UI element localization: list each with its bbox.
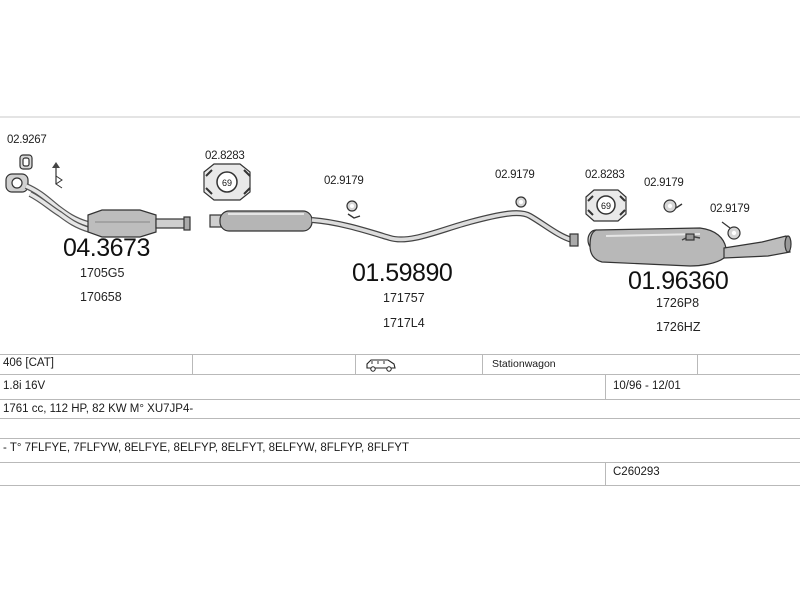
table-column-divider bbox=[355, 354, 356, 374]
table-column-divider bbox=[482, 354, 483, 374]
dates-cell: 10/96 - 12/01 bbox=[613, 380, 681, 392]
front-section-part-number[interactable]: 04.3673 bbox=[63, 234, 150, 262]
table-divider bbox=[0, 354, 800, 355]
exhaust-clamp-icon bbox=[19, 154, 33, 170]
front-pipe-catalytic-converter bbox=[5, 154, 191, 238]
svg-text:69: 69 bbox=[601, 201, 611, 211]
table-divider bbox=[0, 438, 800, 439]
front-section-ref-2: 170658 bbox=[80, 290, 122, 304]
engine-cell: 1.8i 16V bbox=[3, 380, 46, 392]
rear-silencer bbox=[587, 227, 792, 267]
rubber-hanger-icon bbox=[346, 200, 361, 219]
type-codes-cell: - T° 7FLFYE, 7FLFYW, 8ELFYE, 8ELFYP, 8EL… bbox=[3, 442, 409, 454]
table-divider bbox=[0, 374, 800, 375]
front-section-ref-1: 1705G5 bbox=[80, 266, 125, 280]
gasket-ring-icon: 69 bbox=[585, 189, 627, 222]
middle-section-part-number[interactable]: 01.59890 bbox=[352, 259, 453, 287]
middle-section-ref-1: 171757 bbox=[383, 291, 425, 305]
middle-silencer-pipe bbox=[209, 210, 579, 247]
table-column-divider bbox=[192, 354, 193, 374]
table-divider bbox=[0, 418, 800, 419]
body-type-cell: Stationwagon bbox=[492, 358, 556, 370]
gasket-ring-icon: 69 bbox=[203, 163, 251, 201]
hanger-part-number[interactable]: 02.9179 bbox=[495, 169, 535, 181]
gasket-part-number[interactable]: 02.8283 bbox=[205, 150, 245, 162]
hanger-part-number[interactable]: 02.9179 bbox=[324, 175, 364, 187]
hanger-part-number[interactable]: 02.9179 bbox=[644, 177, 684, 189]
clamp-part-number[interactable]: 02.9267 bbox=[7, 134, 47, 146]
flange-icon bbox=[5, 173, 29, 193]
rubber-hanger-icon bbox=[663, 199, 683, 213]
svg-text:69: 69 bbox=[222, 178, 232, 188]
bolt-icon bbox=[52, 162, 63, 189]
gasket-part-number[interactable]: 02.8283 bbox=[585, 169, 625, 181]
rubber-hanger-icon bbox=[721, 221, 741, 240]
specs-cell: 1761 cc, 112 HP, 82 KW M° XU7JP4- bbox=[3, 403, 194, 415]
station-wagon-icon bbox=[366, 358, 396, 372]
table-column-divider bbox=[605, 374, 606, 399]
table-divider bbox=[0, 485, 800, 486]
table-divider bbox=[0, 399, 800, 400]
middle-section-ref-2: 1717L4 bbox=[383, 316, 425, 330]
rear-section-part-number[interactable]: 01.96360 bbox=[628, 267, 729, 295]
table-column-divider bbox=[697, 354, 698, 374]
model-cell: 406 [CAT] bbox=[3, 357, 54, 369]
table-divider bbox=[0, 462, 800, 463]
rear-section-ref-1: 1726P8 bbox=[656, 296, 700, 310]
table-column-divider bbox=[605, 462, 606, 485]
rubber-hanger-icon bbox=[515, 196, 527, 208]
reference-code-cell: C260293 bbox=[613, 466, 660, 478]
rear-section-ref-2: 1726HZ bbox=[656, 320, 701, 334]
hanger-part-number[interactable]: 02.9179 bbox=[710, 203, 750, 215]
